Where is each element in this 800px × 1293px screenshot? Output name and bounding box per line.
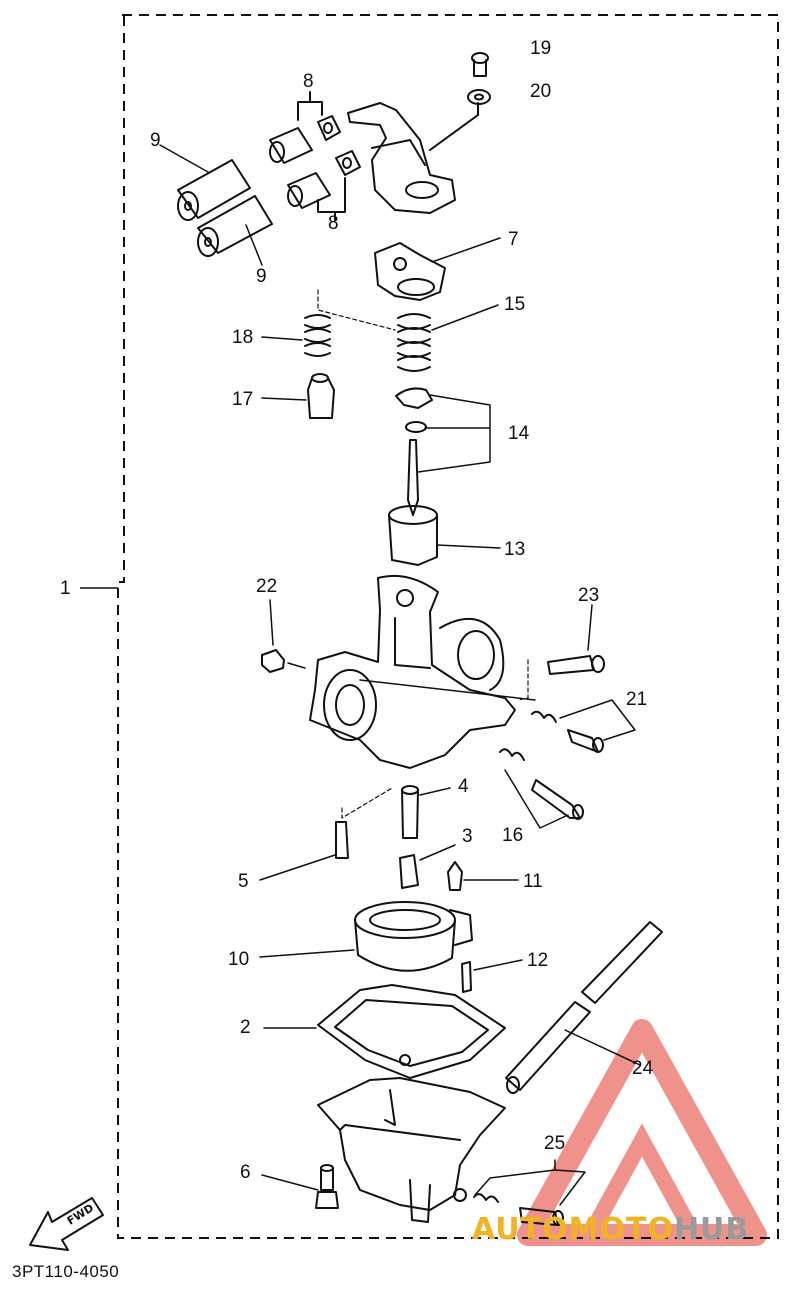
callout-13: 13 [504, 539, 526, 560]
float-bowl [317, 1077, 506, 1223]
breather-fitting [347, 102, 479, 214]
main-jet-3 [399, 844, 456, 889]
callout-12: 12 [527, 950, 549, 971]
float-needle-11 [447, 861, 519, 891]
spring-15 [317, 289, 499, 372]
watermark-text-hub: HUB [673, 1212, 750, 1247]
watermark-logo-icon [517, 1019, 767, 1246]
main-nozzle-4 [341, 785, 451, 839]
callout-18: 18 [232, 327, 254, 348]
plug-22 [261, 599, 306, 673]
nozzle-17 [261, 373, 335, 419]
callout-23: 23 [578, 585, 600, 606]
spring-18 [261, 314, 331, 357]
drain-screw-6 [261, 1164, 339, 1209]
callout-10: 10 [228, 949, 250, 970]
assembly-boundary [117, 14, 779, 1239]
washer-20 [467, 89, 491, 105]
screw-19 [471, 52, 489, 77]
callout-21: 21 [626, 689, 648, 710]
hose-cap-9-lower [197, 195, 273, 266]
callout-19: 19 [530, 38, 552, 59]
air-screw-25 [473, 1159, 586, 1226]
callout-14: 14 [508, 423, 530, 444]
callout-9-lower: 9 [256, 266, 267, 287]
callout-2: 2 [240, 1017, 251, 1038]
cap-8-lower [287, 150, 361, 221]
callout-11: 11 [523, 871, 543, 892]
screw-23 [517, 604, 605, 701]
cap-8-upper [269, 91, 341, 164]
callout-17: 17 [232, 389, 254, 410]
hose-cap-9-upper [159, 144, 251, 221]
callout-16: 16 [502, 825, 524, 846]
callout-8-upper: 8 [303, 71, 314, 92]
callout-25: 25 [544, 1133, 566, 1154]
callout-24: 24 [632, 1058, 654, 1079]
fwd-arrow-icon [29, 1197, 104, 1251]
float-pin-12 [461, 959, 523, 993]
throttle-stop-screw-16 [499, 748, 584, 829]
needle-set-14 [395, 387, 491, 516]
callout-6: 6 [240, 1162, 251, 1183]
float-10 [259, 901, 473, 972]
watermark-text-automoto: AUTOMOTO [472, 1212, 674, 1247]
gasket-2 [263, 984, 506, 1079]
callout-20: 20 [530, 81, 552, 102]
callout-9-upper: 9 [150, 130, 161, 151]
watermark-text: AUTOMOTOHUB [472, 1212, 749, 1247]
callout-7: 7 [508, 229, 519, 250]
throttle-valve-13 [388, 505, 501, 566]
callout-22: 22 [256, 576, 278, 597]
part-code: 3PT110-4050 [12, 1262, 120, 1281]
callout-3: 3 [462, 826, 473, 847]
drain-hose-24 [505, 921, 663, 1094]
pilot-jet-5 [259, 821, 349, 881]
callout-5: 5 [238, 871, 249, 892]
callout-8-lower: 8 [328, 213, 339, 234]
callout-15: 15 [504, 294, 526, 315]
pilot-screw-21 [531, 699, 636, 753]
callout-1: 1 [60, 578, 71, 599]
plate-7 [374, 237, 501, 301]
carburetor-body [309, 574, 536, 769]
callout-4: 4 [458, 776, 469, 797]
